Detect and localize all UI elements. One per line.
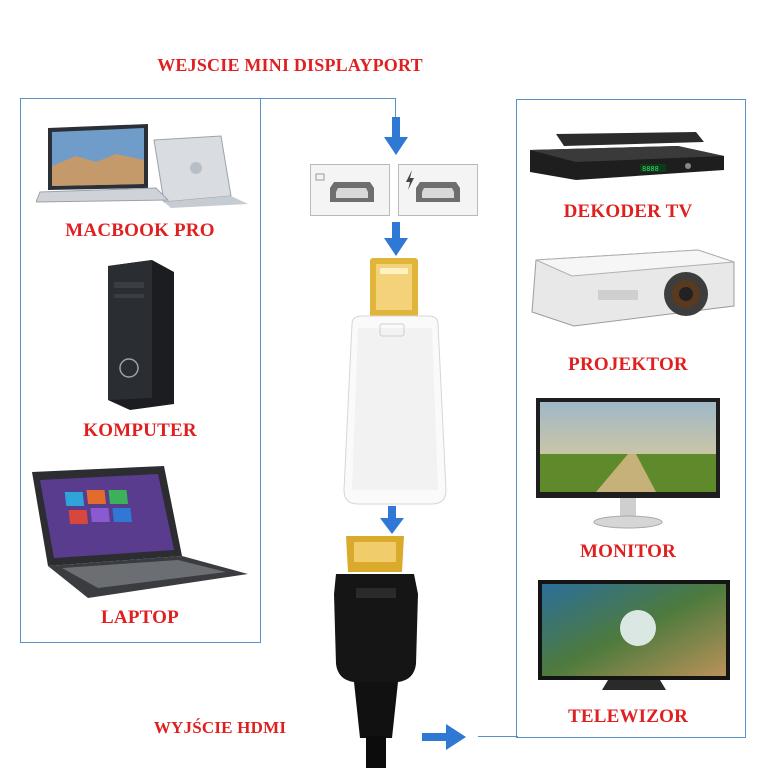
target-label-decoder: DEKODER TV — [563, 201, 693, 222]
source-label-macbook: MACBOOK PRO — [65, 220, 215, 241]
television-icon — [538, 580, 730, 692]
output-label: WYJŚCIE HDMI — [153, 718, 287, 737]
input-label: WEJSCIE MINI DISPLAYPORT — [157, 55, 423, 75]
output-connector-line — [478, 736, 518, 737]
hdmi-cable — [330, 532, 426, 768]
macbook-icon — [36, 118, 250, 208]
target-label-tv: TELEWIZOR — [567, 706, 689, 727]
target-label-monitor: MONITOR — [579, 541, 677, 562]
thunderbolt-port — [398, 164, 478, 216]
monitor-icon — [536, 398, 720, 532]
mini-displayport-port-plain — [310, 164, 390, 216]
target-label-projector: PROJEKTOR — [568, 354, 688, 375]
input-arrow — [384, 117, 408, 157]
input-connector-line — [259, 98, 396, 99]
adapter-arrow — [384, 222, 408, 258]
svg-text:8888: 8888 — [642, 165, 659, 173]
source-label-laptop: LAPTOP — [101, 607, 179, 628]
input-connector-drop — [395, 98, 396, 118]
source-label-computer: KOMPUTER — [83, 420, 197, 441]
output-arrow-right — [422, 724, 466, 750]
projector-icon — [528, 246, 736, 330]
target-devices-panel — [516, 99, 746, 738]
desktop-computer-icon — [100, 258, 180, 410]
tv-decoder-icon: 8888 — [528, 132, 728, 190]
mini-displayport-to-hdmi-adapter — [340, 258, 450, 508]
output-arrow-down — [380, 506, 404, 536]
laptop-icon — [28, 466, 250, 600]
source-devices-panel — [20, 98, 261, 643]
